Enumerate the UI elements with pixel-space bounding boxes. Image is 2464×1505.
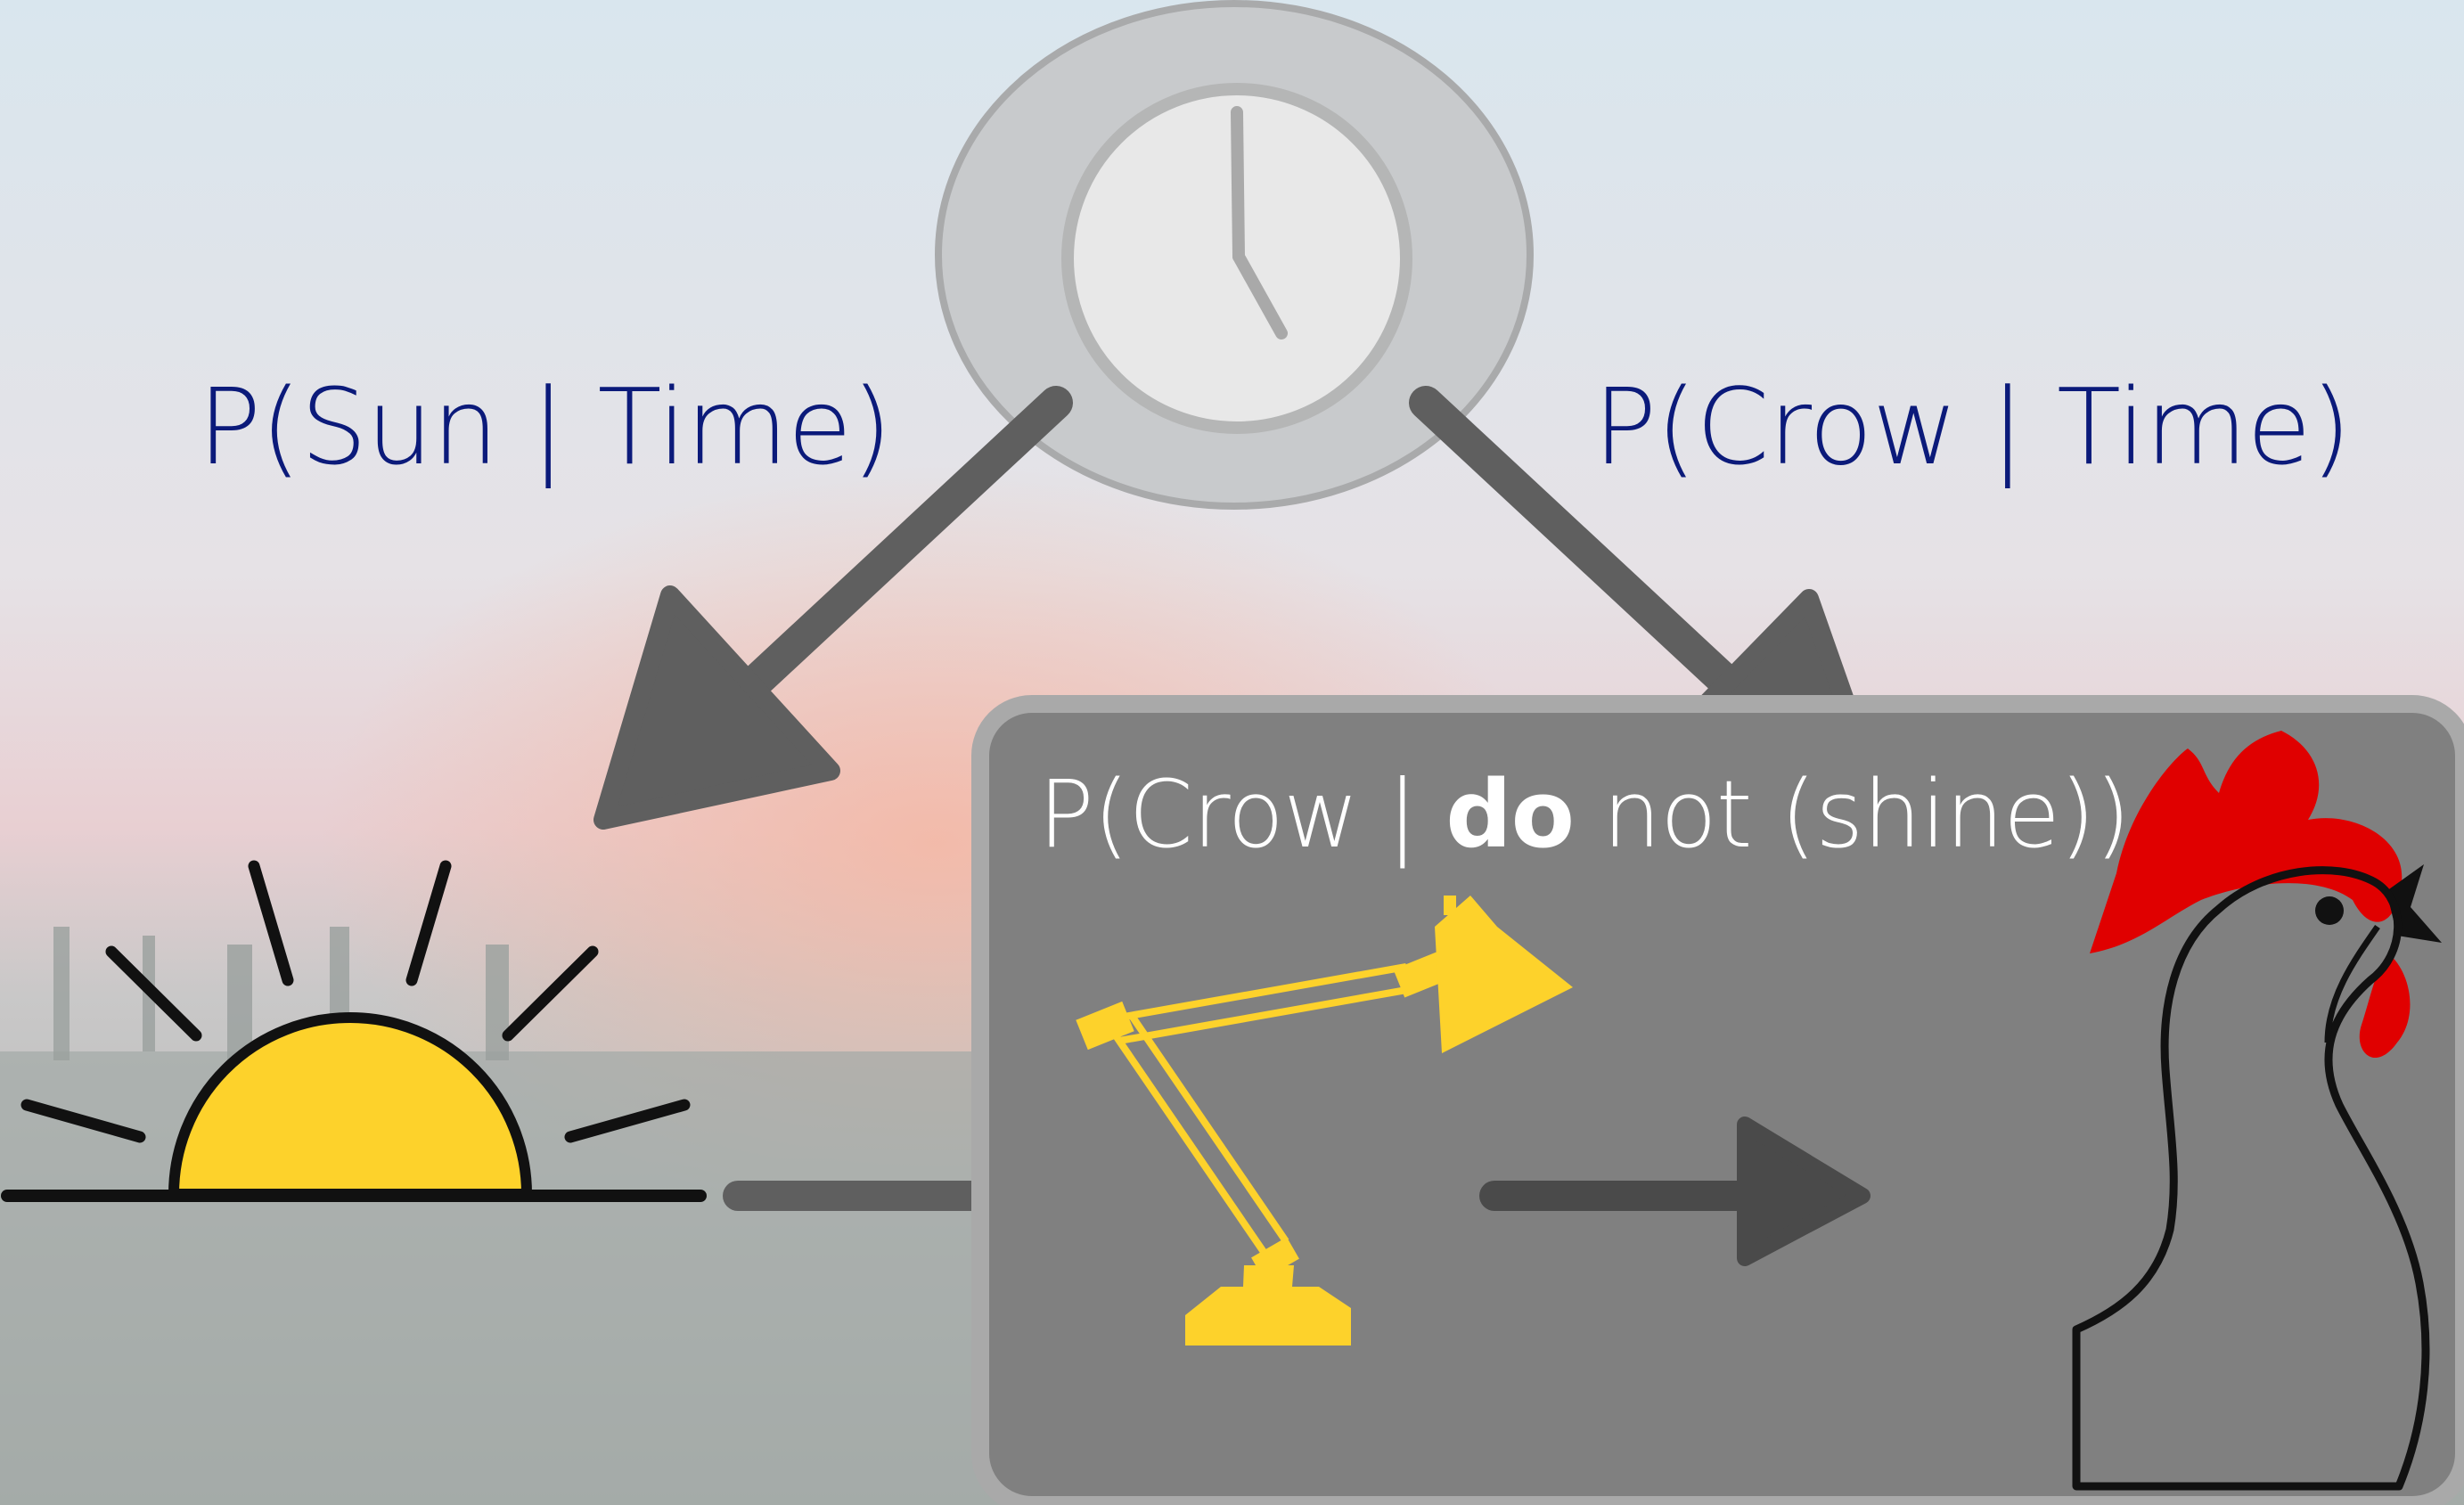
label-p-sun-given-time: P(Sun | Time)	[198, 365, 892, 488]
arrow-lamp-to-crow	[1479, 1116, 1871, 1266]
rooster-icon	[2072, 731, 2442, 1491]
arrow-time-to-crow	[1409, 386, 1859, 723]
do-operator: do	[1445, 760, 1575, 869]
label-suffix: not (shine))	[1574, 760, 2131, 869]
label-p-crow-given-time: P(Crow | Time)	[1593, 365, 2352, 488]
label-prefix: P(Crow |	[1038, 760, 1446, 869]
intervention-box	[971, 695, 2464, 1505]
clock-icon	[935, 0, 1534, 510]
desk-lamp-icon	[1076, 896, 1573, 1346]
arrow-time-to-sun	[593, 386, 1073, 830]
label-p-crow-do-not-shine: P(Crow | do not (shine))	[1038, 768, 2131, 861]
sunrise-icon	[1, 860, 707, 1202]
